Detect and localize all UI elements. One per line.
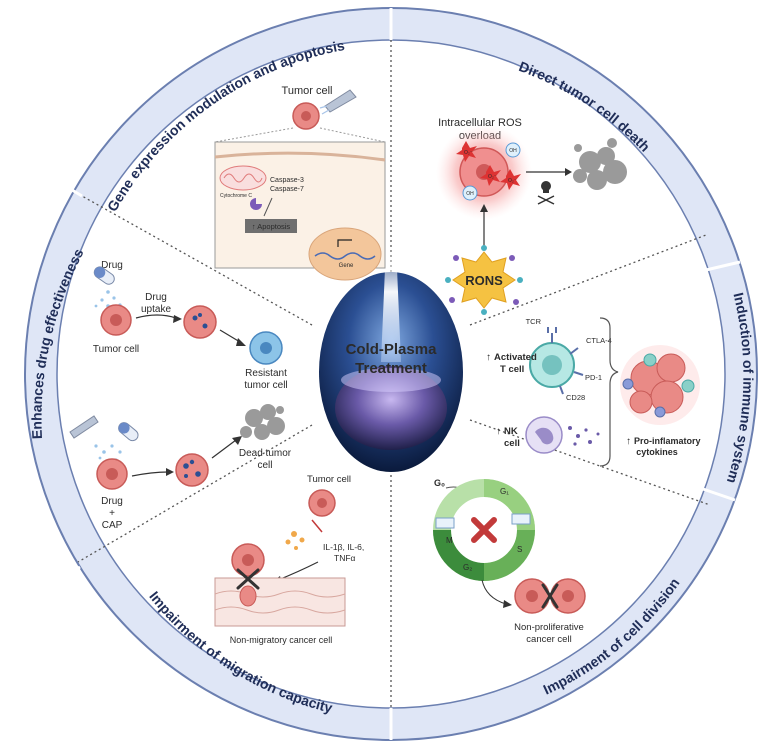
dead-cell-fragments [573,138,627,190]
g2-label: G₂ [463,563,472,572]
rons-label: RONS [465,273,503,288]
cytokines-label-1: Pro-inflamatory [634,436,701,446]
ros-bursts [456,141,521,190]
t-cell-label-1: Activated [494,352,537,363]
caspase7-label: Caspase-7 [270,186,304,193]
ctla4-label: CTLA-4 [586,336,612,345]
s-label: S [517,545,522,554]
center-title-line2: Treatment [355,360,427,377]
o2-label-2: O₂⁻ [508,178,517,184]
g0-label: G₀ [434,478,445,488]
chromosome-right [511,513,531,525]
gene-expression-panel: Tumor cell Cytochrome C Caspase-3 Caspas… [214,85,386,281]
drug-tumor-label: Tumor cell [93,344,139,355]
immune-panel: TCR CTLA-4 PD-1 CD28 ↑ Activated T cell … [486,317,701,467]
t-cell-label-2: T cell [500,364,524,375]
rons-burst [452,251,516,309]
section-dividers [77,40,711,708]
nk-label-1: NK [504,426,518,437]
nucleus-icon [308,227,382,281]
nk-label-2: cell [504,438,520,449]
pill-icon-2 [118,422,139,442]
uptake-label-2: uptake [141,304,171,315]
plasma-beam [381,245,401,362]
migration-block-icon [236,568,260,590]
cd28-label: CD28 [566,393,585,402]
resistant-label-2: tumor cell [244,380,287,391]
chromosome-left [435,517,455,529]
migration-cytokines-1: IL-1β, IL-6, [323,542,364,552]
block-x-icon [471,517,497,543]
skull-icon [537,181,555,205]
drug-label: Drug [101,260,123,271]
oh-label-1: OH [509,148,517,154]
cell-division-panel: G₀ G₁ S G₂ M Non-proliferative cancer ce… [433,478,586,645]
ring-separators [51,8,741,740]
mitochondria-icon [219,165,267,191]
drug-panel: Drug Tumor cell Drug uptake Resistant tu… [69,260,292,531]
uptake-label-1: Drug [145,292,167,303]
dead-label-2: cell [257,460,272,471]
combo-label-1: Drug [101,496,123,507]
cytokines-arrow: ↑ [626,436,631,447]
apoptosis-box [245,219,297,233]
t-cell-arrow: ↑ [486,352,491,363]
gene-tumor-cell-label: Tumor cell [282,85,333,97]
division-caption-1: Non-proliferative [514,622,584,633]
pill-icon [93,266,115,285]
vessel-wall [214,577,346,627]
migration-panel: Tumor cell IL-1β, IL-6, TNFα Non-migrato… [214,474,364,645]
immune-brace [599,317,619,467]
combo-label-2: + [109,508,115,519]
migration-cytokines-2: TNFα [334,553,356,563]
apoptosis-label: ↑ Apoptosis [252,222,291,231]
inflamed-tumor-cluster [620,345,700,425]
resistant-label-1: Resistant [245,368,287,379]
rons-particles [445,245,523,315]
cytokine-dots [285,531,305,550]
gene-label: Gene [339,263,354,269]
cytochrome-label: Cytochrome C [220,193,252,199]
migration-tumor-label: Tumor cell [307,474,351,485]
tumor-death-panel: Intracellular ROS overload O₂⁻ O₂⁻ O₂⁻ O… [436,117,627,315]
dna-icon [314,252,376,260]
m-label: M [446,536,453,545]
cap-jet-icon [69,415,99,439]
caspase-icon [250,198,262,210]
tcr-label: TCR [526,317,542,326]
migration-caption: Non-migratory cancer cell [230,635,333,645]
o2-label-1: O₂⁻ [464,150,473,156]
cytokines-label-2: cytokines [636,447,678,457]
combo-loaded-cell [175,453,209,487]
drug-loaded-cell [183,305,217,339]
oh-label-2: OH [466,191,474,197]
receptors [547,327,584,395]
g1-label: G₁ [500,487,509,496]
division-caption-2: cancer cell [526,634,571,645]
center-title-line1: Cold-Plasma [346,341,438,358]
division-block-icon [541,583,559,609]
nk-arrow: ↑ [496,426,501,437]
cold-plasma-center: Cold-Plasma Treatment [319,245,463,472]
dead-label-1: Dead tumor [239,448,292,459]
caspase3-label: Caspase-3 [270,177,304,184]
o2-label-3: O₂⁻ [488,174,497,180]
nk-granules [568,426,600,446]
dead-tumor-cell-icon [240,404,285,440]
ros-label-1: Intracellular ROS [438,117,522,129]
endothelium-cells [214,590,346,614]
combo-label-3: CAP [102,520,123,531]
pd1-label: PD-1 [585,373,602,382]
